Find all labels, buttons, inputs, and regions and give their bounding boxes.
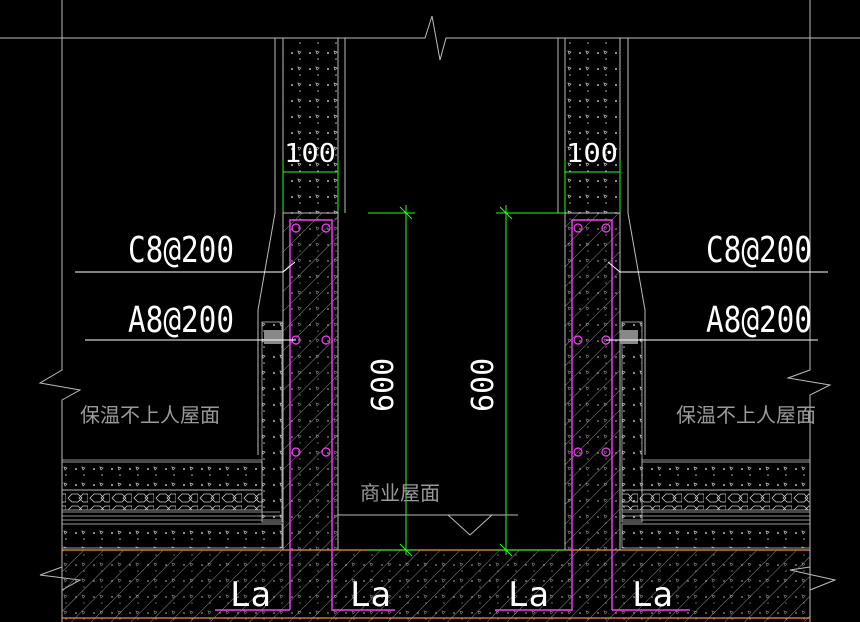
- anchor-label: La: [632, 575, 673, 615]
- left-rebar-mid-label: A8@200: [128, 300, 234, 341]
- left-roof-layers: [61, 321, 283, 549]
- right-height-dimension: 600: [466, 358, 501, 412]
- leader-lines: [75, 261, 828, 341]
- right-roof-note: 保温不上人屋面: [676, 403, 816, 427]
- right-rebar-mid-label: A8@200: [706, 300, 812, 341]
- right-flashing-cap: [620, 330, 638, 344]
- anchor-label: La: [230, 575, 271, 615]
- center-roof-note: 商业屋面: [360, 481, 440, 505]
- center-level-marker: [338, 514, 518, 536]
- anchor-label: La: [350, 575, 391, 615]
- right-column-upper: [557, 37, 629, 214]
- right-width-dimension: 100: [566, 139, 618, 169]
- rebar-dots: [291, 223, 611, 457]
- left-roof-note: 保温不上人屋面: [80, 403, 220, 427]
- left-width-dimension: 100: [284, 139, 336, 169]
- right-parapet: [564, 212, 621, 551]
- top-break-line: [0, 15, 860, 61]
- anchor-label: La: [508, 575, 549, 615]
- left-flashing-cap: [264, 330, 282, 344]
- rebar-left: [215, 219, 395, 611]
- roof-slab: [62, 549, 810, 622]
- slope-outlines: [257, 212, 646, 455]
- rebar-right: [495, 219, 690, 611]
- dimensions: [282, 160, 621, 557]
- right-roof-layers: [621, 321, 811, 549]
- left-column-upper: [274, 37, 346, 214]
- left-rebar-top-label: C8@200: [128, 230, 234, 271]
- left-height-dimension: 600: [366, 358, 401, 412]
- right-rebar-top-label: C8@200: [706, 230, 812, 271]
- left-parapet: [282, 212, 339, 551]
